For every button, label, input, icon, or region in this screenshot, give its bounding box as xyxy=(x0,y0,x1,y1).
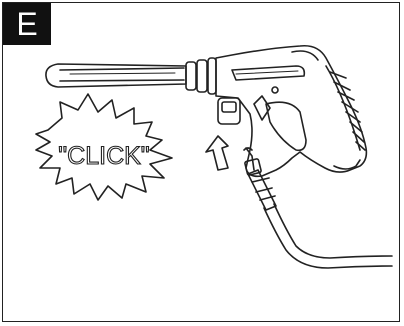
panel-frame xyxy=(2,2,400,322)
spray-gun-body xyxy=(215,44,368,178)
click-callout-burst xyxy=(35,93,173,201)
insert-direction-arrow xyxy=(205,135,229,171)
spray-gun-collar xyxy=(185,57,217,95)
step-badge: E xyxy=(3,3,51,45)
spray-gun-lance xyxy=(45,63,187,88)
hose-connector xyxy=(243,147,277,211)
high-pressure-hose xyxy=(263,203,393,269)
click-callout-text: "CLICK" xyxy=(58,142,149,170)
